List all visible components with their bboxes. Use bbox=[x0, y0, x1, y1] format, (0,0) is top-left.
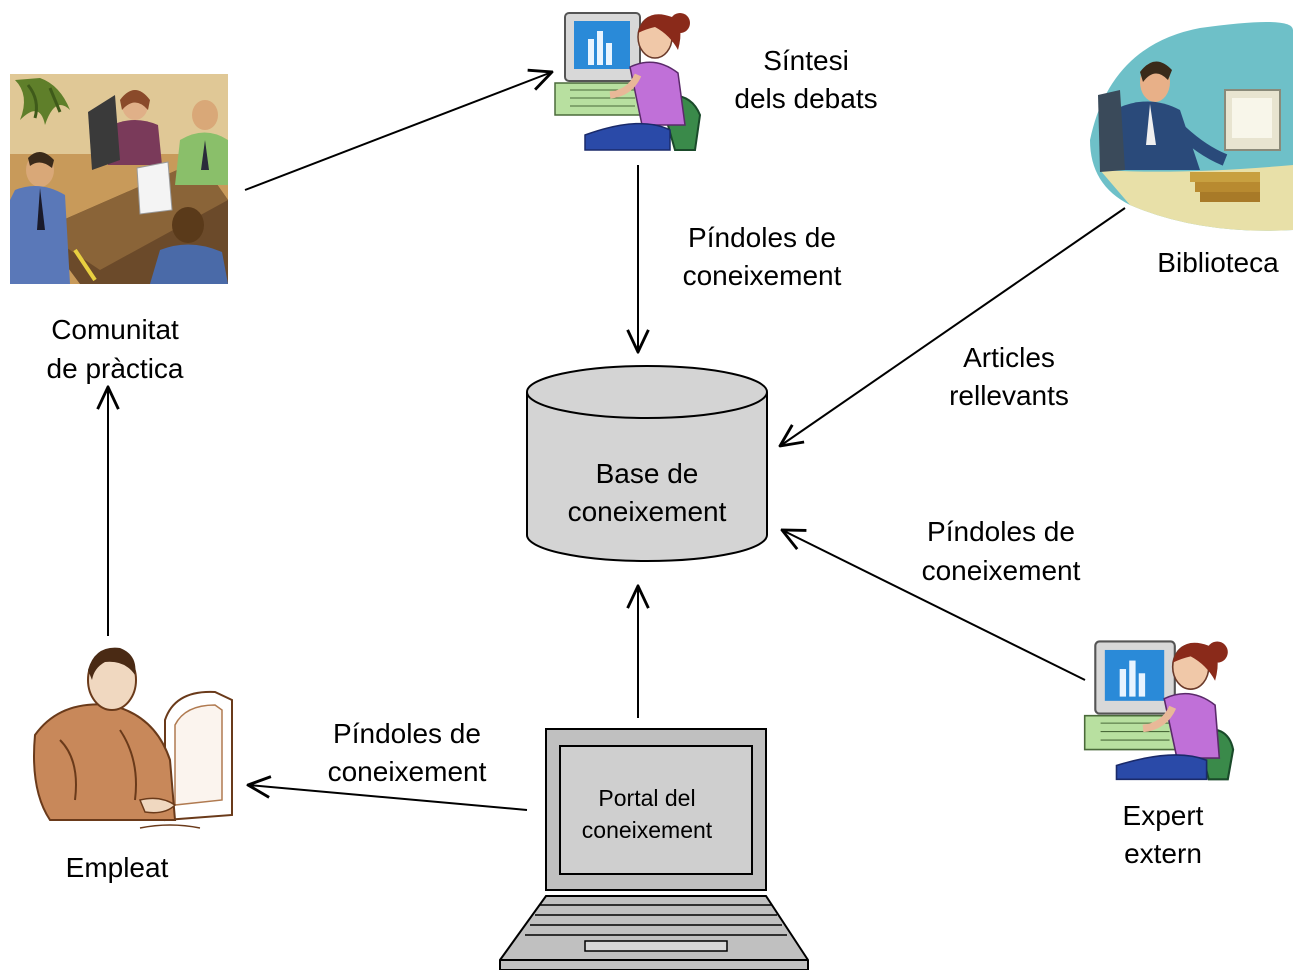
knowledge-base-cylinder bbox=[526, 365, 768, 562]
edge-expert-base-label-line2: coneixement bbox=[922, 555, 1081, 586]
knowledge-base-label-line2: coneixement bbox=[568, 496, 727, 527]
edge-portal-employee-label-line2: coneixement bbox=[328, 756, 487, 787]
meeting-clipart bbox=[10, 74, 228, 284]
arrow-community-to-synthesis bbox=[244, 72, 552, 191]
arrow-expert-to-base bbox=[782, 530, 1086, 681]
edge-synthesis-base-label-line1: Píndoles de bbox=[688, 222, 836, 253]
synthesis-label-line2: dels debats bbox=[734, 83, 877, 114]
edge-library-base-label-line2: rellevants bbox=[949, 380, 1069, 411]
edge-expert-base-label-line1: Píndoles de bbox=[927, 516, 1075, 547]
laptop-base bbox=[499, 895, 809, 970]
knowledge-base-label-line1: Base de bbox=[596, 458, 699, 489]
community-label-line1: Comunitat bbox=[51, 314, 179, 345]
portal-laptop bbox=[499, 728, 809, 970]
laptop-screen bbox=[559, 745, 753, 875]
expert-label-line2: extern bbox=[1124, 838, 1202, 869]
employee-clipart bbox=[33, 647, 233, 829]
librarian-clipart bbox=[1090, 21, 1293, 231]
arrow-library-to-base bbox=[780, 207, 1126, 446]
expert-computer-clipart bbox=[1083, 640, 1235, 781]
woman-computer-clipart bbox=[554, 12, 702, 151]
cylinder-body bbox=[526, 392, 768, 562]
synthesis-label-line1: Síntesi bbox=[763, 45, 849, 76]
portal-label-line2: coneixement bbox=[582, 817, 713, 843]
edge-synthesis-base-label-line2: coneixement bbox=[683, 260, 842, 291]
employee-label: Empleat bbox=[66, 852, 169, 883]
edge-portal-employee-label-line1: Píndoles de bbox=[333, 718, 481, 749]
library-label: Biblioteca bbox=[1157, 247, 1279, 278]
cylinder-top bbox=[526, 365, 768, 419]
portal-label-line1: Portal del bbox=[598, 785, 695, 811]
edge-library-base-label-line1: Articles bbox=[963, 342, 1055, 373]
community-label-line2: de pràctica bbox=[47, 353, 184, 384]
expert-label-line1: Expert bbox=[1123, 800, 1204, 831]
arrow-portal-to-employee bbox=[248, 785, 528, 811]
